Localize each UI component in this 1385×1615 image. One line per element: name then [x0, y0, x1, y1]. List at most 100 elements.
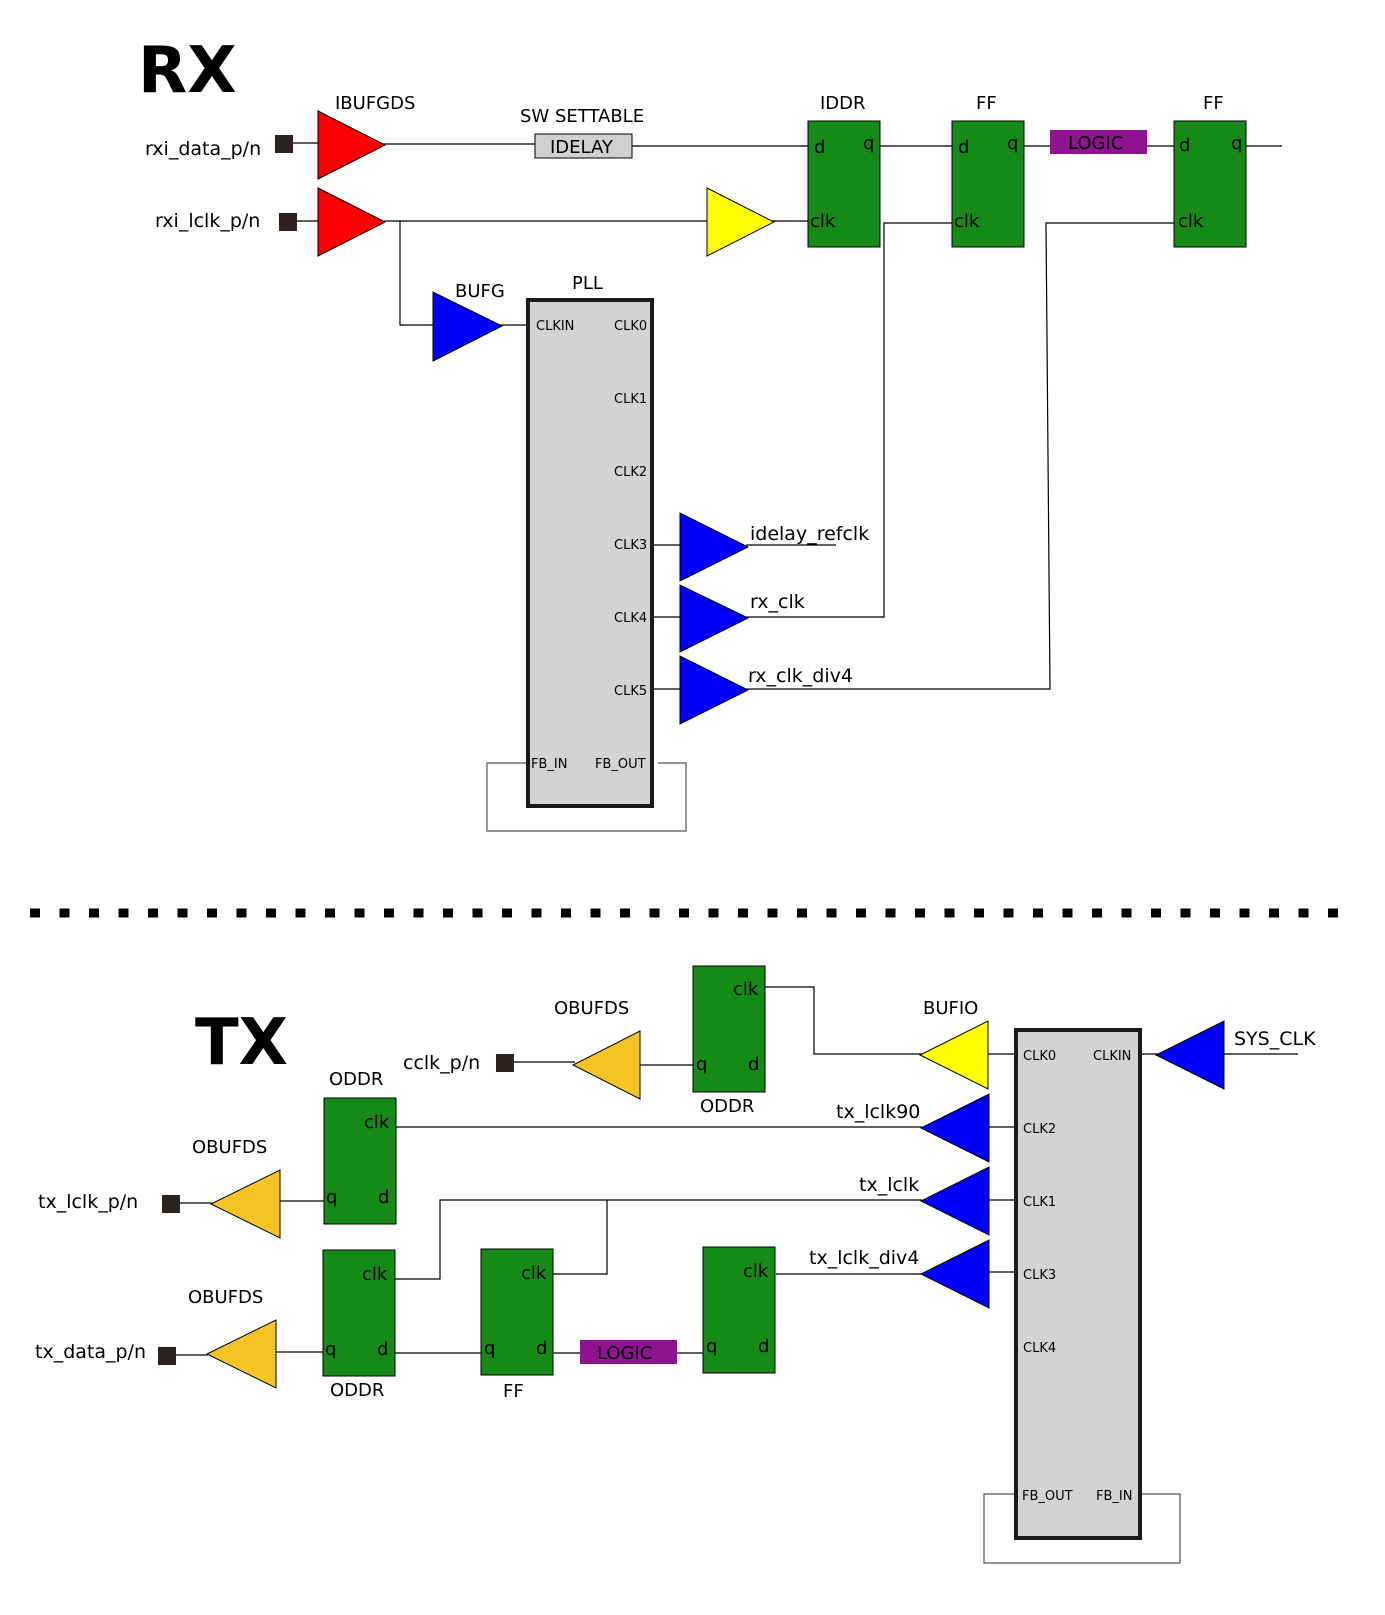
lclk-obufds-label: OBUFDS	[192, 1137, 267, 1158]
idelay-refclk-net-label: idelay_refclk	[750, 523, 869, 545]
tx-ff-label: FF	[503, 1381, 524, 1402]
rx-logic-block	[1050, 130, 1147, 154]
tx-pll-clkin-pin: CLKIN	[1093, 1049, 1131, 1064]
idelay-refclk-buffer	[679, 512, 750, 582]
tx-pll-clk4-pin: CLK4	[1023, 1341, 1056, 1356]
tx-lclk-div4-net-label: tx_lclk_div4	[809, 1247, 919, 1269]
tx-wires	[176, 986, 1298, 1564]
tx-logic-block	[580, 1340, 677, 1364]
tx-lclk-pad[interactable]	[162, 1195, 180, 1213]
cclk-oddr-clk-pin: clk	[733, 979, 759, 1000]
iddr-clk-pin: clk	[810, 211, 836, 232]
lclk-oddr-label: ODDR	[329, 1069, 383, 1090]
data-oddr-d-pin: d	[377, 1339, 388, 1360]
bufg-buffer	[432, 291, 504, 362]
lclk-oddr-q-pin: q	[326, 1187, 337, 1208]
rx-ff2-q-pin: q	[1231, 133, 1242, 154]
tx-out-reg-block	[702, 1246, 776, 1374]
cclk-pad[interactable]	[496, 1054, 514, 1072]
idelay-label: IDELAY	[550, 137, 614, 158]
tx-ff-clk-pin: clk	[521, 1263, 547, 1284]
rx-bufio-buffer	[706, 187, 776, 257]
rx-pll-label: PLL	[572, 273, 603, 294]
tx-title: TX	[195, 1006, 288, 1080]
rx-pll-clk3-pin: CLK3	[614, 538, 647, 553]
tx-lclk-div4-buffer	[919, 1239, 990, 1309]
cclk-oddr-q-pin: q	[696, 1054, 707, 1075]
tx-pll-fb-out-pin: FB_OUT	[1022, 1489, 1073, 1504]
sys-clk-label: SYS_CLK	[1234, 1028, 1316, 1050]
rx-lclk-pad[interactable]	[279, 213, 297, 231]
tx-data-port-label: tx_data_p/n	[35, 1341, 146, 1363]
idelay-block	[534, 133, 633, 159]
tx-logic-label: LOGIC	[597, 1343, 652, 1364]
rx-pll-clk1-pin: CLK1	[614, 392, 647, 407]
lclk-oddr-d-pin: d	[378, 1187, 389, 1208]
lclk-obufds-buffer	[209, 1169, 281, 1239]
tx-out-reg-clk-pin: clk	[743, 1261, 769, 1282]
tx-ff-d-pin: d	[536, 1338, 547, 1359]
bufio-label: BUFIO	[923, 998, 978, 1019]
rx-ff1-label: FF	[976, 93, 997, 114]
tx-pll-clk3-pin: CLK3	[1023, 1268, 1056, 1283]
rx-ff2-clk-pin: clk	[1178, 211, 1204, 232]
sys-clk-buffer	[1154, 1020, 1225, 1090]
tx-lclk90-buffer	[919, 1093, 990, 1163]
rx-ff2-label: FF	[1203, 93, 1224, 114]
data-obufds-buffer	[205, 1319, 277, 1389]
data-oddr-block	[322, 1249, 396, 1377]
rx-pll-clkin-pin: CLKIN	[536, 319, 574, 334]
sw-settable-label: SW SETTABLE	[520, 106, 644, 127]
tx-out-reg-q-pin: q	[706, 1336, 717, 1357]
data-oddr-q-pin: q	[325, 1339, 336, 1360]
rx-clk-div4-net-label: rx_clk_div4	[748, 665, 853, 687]
rx-pll-block	[526, 298, 654, 808]
rx-ff1-block	[951, 120, 1025, 248]
rx-clk-buffer	[679, 584, 750, 653]
rx-logic-label: LOGIC	[1068, 133, 1123, 154]
rx-pll-clk0-pin: CLK0	[614, 319, 647, 334]
rx-data-pad[interactable]	[275, 135, 293, 153]
tx-pll-clk0-pin: CLK0	[1023, 1049, 1056, 1064]
rx-pll-clk5-pin: CLK5	[614, 684, 647, 699]
data-oddr-clk-pin: clk	[362, 1264, 388, 1285]
cclk-obufds-label: OBUFDS	[554, 998, 629, 1019]
ibufgds-data-buffer	[317, 110, 387, 180]
cclk-obufds-buffer	[571, 1030, 641, 1100]
tx-ff-block	[480, 1248, 554, 1376]
rx-ff1-q-pin: q	[1007, 133, 1018, 154]
rx-title: RX	[138, 34, 237, 108]
lclk-oddr-clk-pin: clk	[364, 1112, 390, 1133]
tx-lclk-port-label: tx_lclk_p/n	[38, 1191, 138, 1213]
rx-pll-clk2-pin: CLK2	[614, 465, 647, 480]
rx-ff1-clk-pin: clk	[954, 211, 980, 232]
ibufgds-label: IBUFGDS	[335, 93, 415, 114]
rx-data-port-label: rxi_data_p/n	[145, 138, 261, 160]
tx-pll-fb-in-pin: FB_IN	[1096, 1489, 1132, 1504]
tx-data-pad[interactable]	[158, 1347, 176, 1365]
iddr-label: IDDR	[820, 93, 866, 114]
rx-clk-net-label: rx_clk	[750, 591, 805, 613]
tx-lclk-net-label: tx_lclk	[859, 1174, 919, 1196]
rx-pll-fb-in-pin: FB_IN	[531, 757, 567, 772]
tx-pll-clk2-pin: CLK2	[1023, 1122, 1056, 1137]
tx-pll-clk1-pin: CLK1	[1023, 1195, 1056, 1210]
rx-clk-div4-buffer	[679, 655, 750, 725]
tx-ff-q-pin: q	[484, 1338, 495, 1359]
cclk-oddr-label: ODDR	[700, 1096, 754, 1117]
rx-pll-fb-out-pin: FB_OUT	[595, 757, 646, 772]
iddr-q-pin: q	[863, 133, 874, 154]
cclk-port-label: cclk_p/n	[403, 1052, 480, 1074]
data-oddr-label: ODDR	[330, 1380, 384, 1401]
iddr-block	[807, 120, 881, 248]
bufio-buffer	[918, 1020, 989, 1090]
tx-lclk-buffer	[919, 1166, 990, 1236]
cclk-oddr-d-pin: d	[748, 1054, 759, 1075]
tx-pll-block	[1014, 1028, 1142, 1540]
rx-ff2-block	[1173, 120, 1247, 248]
bufg-label: BUFG	[455, 281, 505, 302]
tx-lclk90-net-label: tx_lclk90	[836, 1101, 920, 1123]
iddr-d-pin: d	[814, 137, 825, 158]
data-obufds-label: OBUFDS	[188, 1287, 263, 1308]
ibufgds-lclk-buffer	[317, 187, 387, 257]
